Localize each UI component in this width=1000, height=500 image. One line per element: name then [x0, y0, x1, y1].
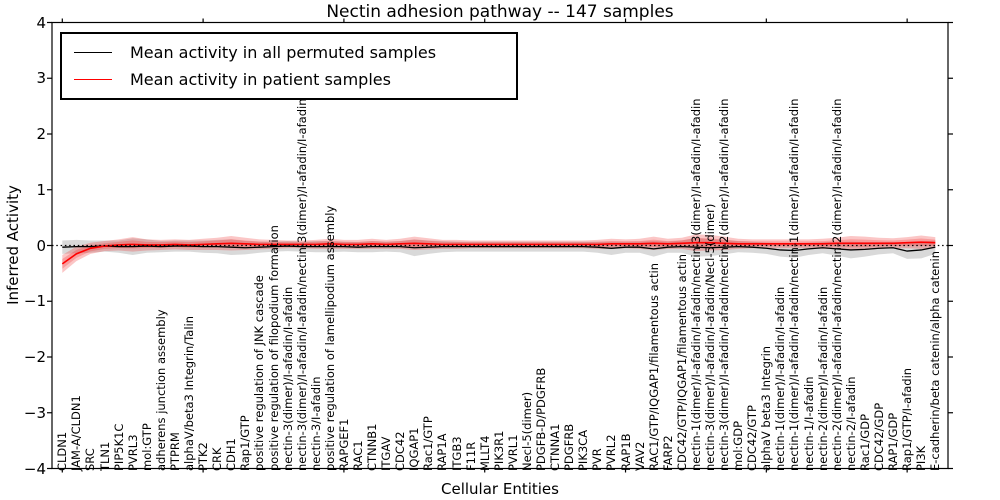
x-tick-label: RAP1B — [618, 433, 633, 471]
x-tick-label: PTK2 — [196, 442, 211, 471]
x-tick-label: nectin-1(dimer)/I-afadin/I-afadin — [773, 286, 788, 471]
x-tick-label: PIK3CA — [576, 429, 591, 471]
x-tick-label: CDH1 — [224, 438, 239, 471]
x-tick-label: alphaV/beta3 Integrin/Talin — [182, 315, 197, 471]
x-tick-label: RAP1A — [435, 433, 450, 471]
x-tick-label: PVRL1 — [505, 434, 520, 471]
x-tick-label: nectin-2(dimer)/I-afadin/I-afadin — [815, 286, 830, 471]
y-axis-label: Inferred Activity — [4, 185, 22, 305]
x-tick-label: Rac1/GDP — [857, 413, 872, 471]
x-tick-label: PDGFB-D/PDGFRB — [534, 367, 549, 471]
legend: Mean activity in all permuted samples Me… — [60, 32, 518, 100]
x-tick-label: RAC1/GTP/IQGAP1/filamentous actin — [646, 263, 661, 471]
permuted-line-swatch — [74, 51, 112, 53]
x-tick-label: nectin-3(dimer)/I-afadin/I-afadin/Necl-5… — [703, 203, 717, 471]
x-tick-label: nectin-2/I-afadin — [843, 376, 858, 472]
legend-label-permuted: Mean activity in all permuted samples — [130, 42, 437, 62]
x-tick-label: nectin-3/I-afadin — [308, 376, 323, 472]
x-tick-label: Rap1/GTP/I-afadin — [900, 367, 915, 471]
x-tick-label: TLN1 — [97, 441, 112, 471]
x-axis-label: Cellular Entities — [441, 480, 559, 498]
x-tick-label: FARP2 — [660, 435, 675, 471]
chart-title: Nectin adhesion pathway -- 147 samples — [326, 2, 674, 22]
x-tick-label: ITGB3 — [449, 436, 464, 471]
x-tick-label: nectin-3(dimer)/I-afadin/I-afadin/nectin… — [294, 98, 309, 471]
x-tick-label: VAV2 — [632, 441, 647, 471]
x-tick-label: CDC42 — [393, 431, 408, 471]
x-tick-label: CRK — [210, 447, 225, 471]
x-tick-label: CDC42/GTP — [745, 405, 760, 471]
x-tick-label: adherens junction assembly — [153, 309, 168, 471]
x-tick-label: PVRL2 — [604, 434, 619, 471]
x-tick-label: Rap1/GTP — [238, 415, 253, 471]
x-tick-label: positive regulation of JNK cascade — [252, 275, 267, 471]
x-tick-label: PIK3R1 — [491, 430, 506, 472]
patient-line-swatch — [74, 79, 112, 81]
x-tick-label: RAC1 — [350, 440, 365, 471]
x-tick-label: RAP1/GDP — [886, 412, 901, 471]
y-tick-label: −2 — [23, 348, 46, 366]
x-tick-label: CDC42/GDP — [871, 402, 886, 471]
x-tick-label: nectin-1(dimer)/I-afadin/I-afadin/nectin… — [787, 98, 802, 471]
x-tick-label: positive regulation of filopodium format… — [266, 225, 281, 471]
x-tick-label: PVR — [590, 448, 605, 471]
y-tick-label: 4 — [36, 13, 46, 32]
x-tick-label: CLDN1 — [55, 431, 70, 471]
x-tick-label: CTNNA1 — [548, 423, 563, 471]
x-tick-label: mol:GTP — [139, 423, 154, 471]
x-tick-label: mol:GDP — [731, 420, 746, 471]
y-tick-label: 0 — [36, 236, 46, 255]
legend-entry-patient: Mean activity in patient samples — [62, 70, 516, 89]
x-tick-label: nectin-3(dimer)/I-afadin/I-afadin — [280, 286, 295, 471]
x-tick-label: positive regulation of lamellipodium ass… — [322, 205, 337, 471]
x-tick-label: PVRL3 — [125, 434, 140, 471]
y-tick-label: −4 — [23, 459, 46, 478]
x-tick-label: MLLT4 — [477, 435, 492, 472]
x-tick-label: JAM-A/CLDN1 — [69, 395, 84, 471]
y-tick-label: −3 — [23, 403, 46, 422]
x-tick-label: nectin-3(dimer)/I-afadin/I-afadin/nectin… — [717, 98, 732, 471]
y-tick-label: 3 — [36, 69, 46, 88]
x-tick-label: nectin-2(dimer)/I-afadin/I-afadin/nectin… — [829, 98, 844, 471]
x-tick-label: RAPGEF1 — [336, 418, 351, 471]
x-tick-label: alphaV beta3 Integrin — [759, 345, 774, 471]
y-tick-label: 2 — [36, 125, 46, 143]
x-tick-label: SRC — [83, 448, 98, 471]
x-tick-label: ITGAV — [379, 436, 394, 471]
x-tick-label: CTNNB1 — [365, 423, 380, 471]
x-tick-label: PI3K — [914, 445, 929, 471]
legend-entry-permuted: Mean activity in all permuted samples — [62, 43, 516, 62]
legend-label-patient: Mean activity in patient samples — [130, 70, 391, 90]
x-tick-label: Rac1/GTP — [421, 416, 436, 471]
x-tick-label: nectin-1(dimer)/I-afadin/I-afadin/nectin… — [688, 98, 703, 471]
y-tick-label: 1 — [36, 180, 46, 199]
x-tick-label: IQGAP1 — [407, 427, 422, 471]
permuted-mean-line — [62, 245, 936, 252]
x-tick-label: PDGFRB — [562, 423, 577, 471]
patient-mean-line — [61, 241, 936, 265]
x-tick-label: E-cadherin/beta catenin/alpha catenin — [928, 251, 943, 471]
x-tick-label: nectin-1/I-afadin — [801, 376, 816, 472]
x-tick-label: F11R — [463, 441, 478, 471]
x-tick-label: PTPRM — [167, 432, 182, 471]
x-tick-label: PIP5K1C — [111, 423, 126, 471]
y-tick-label: −1 — [23, 292, 46, 311]
x-tick-label: Necl-5(dimer) — [519, 391, 534, 471]
x-tick-label: CDC42/GTP/IQGAP1/filamentous actin — [674, 253, 689, 471]
